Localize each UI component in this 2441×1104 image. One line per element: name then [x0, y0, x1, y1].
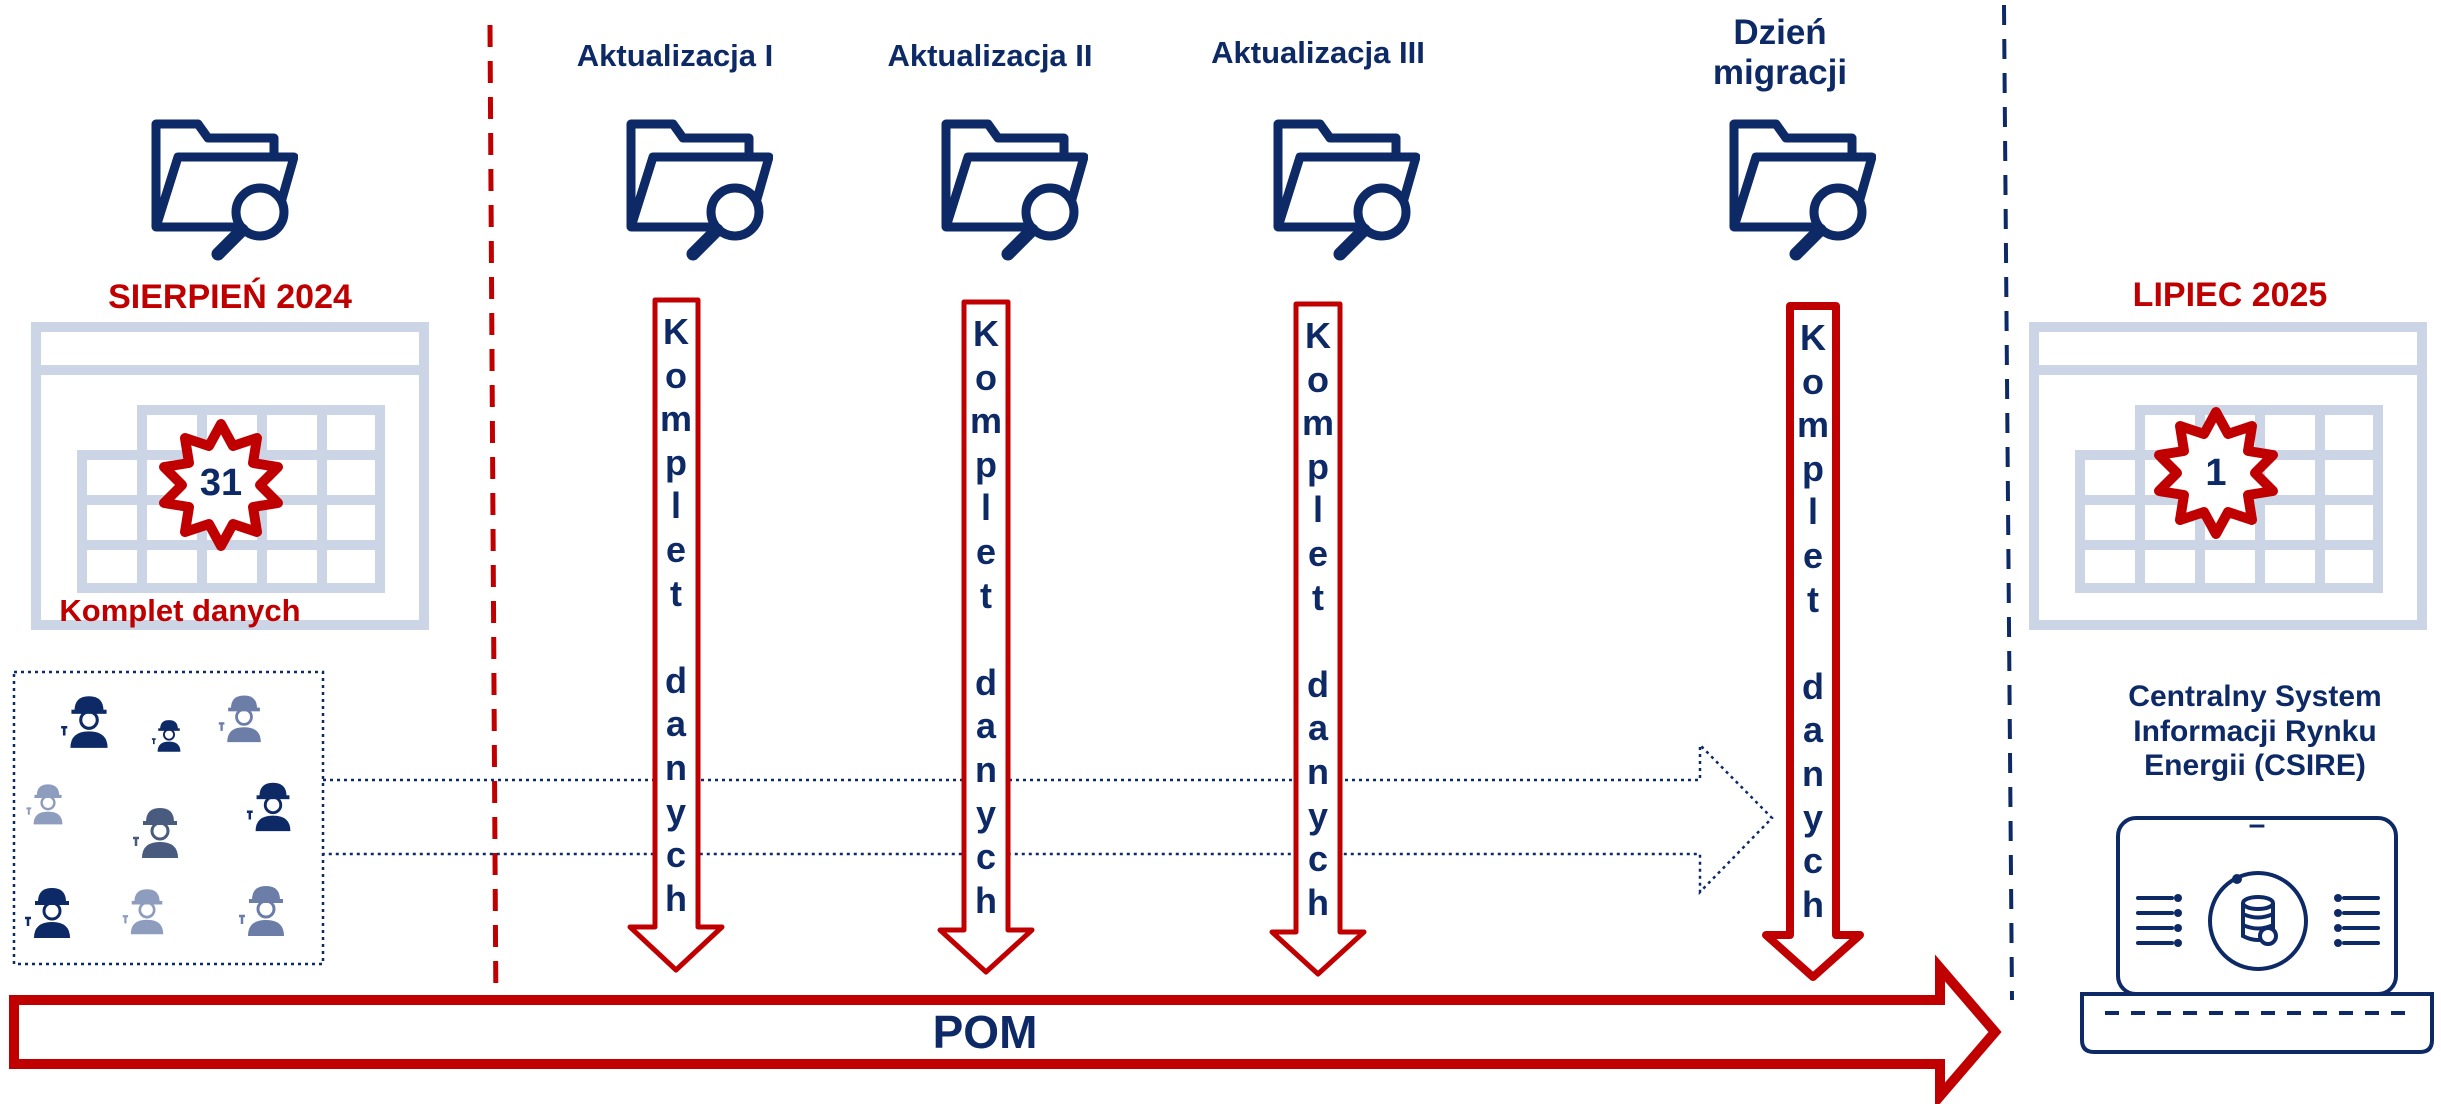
update-arrow-1 [627, 297, 725, 973]
calendar-icon-end [2029, 322, 2427, 630]
update-arrow-4 [1762, 302, 1864, 981]
starburst-icon-start [159, 419, 283, 551]
folder-search-icon [156, 124, 294, 254]
folder-search-icon [946, 124, 1084, 254]
end-date-label: LIPIEC 2025 [2132, 276, 2328, 314]
update-arrow-text-4: K o m p l e t d a n y c h [1796, 317, 1829, 925]
end-separator-line [2002, 4, 2014, 1001]
update-arrow-3 [1269, 301, 1367, 977]
update-title-1: Aktualizacja I [576, 38, 774, 73]
calendar-icon-start [31, 322, 429, 630]
folder-search-icon [631, 124, 769, 254]
update-arrow-2 [937, 299, 1035, 975]
update-arrow-text-3: K o m p l e t d a n y c h [1301, 315, 1334, 923]
update-title-2: Aktualizacja II [887, 38, 1093, 73]
csire-system-label: Centralny System Informacji Rynku Energi… [2128, 680, 2382, 782]
start-day-number: 31 [199, 462, 243, 504]
laptop-database-icon [2080, 816, 2434, 1054]
end-day-number: 1 [2205, 452, 2227, 494]
start-note-label: Komplet danych [59, 593, 301, 628]
data-flow-arrow [323, 741, 1774, 896]
folder-search-icon [1734, 124, 1872, 254]
update-title-3: Aktualizacja III [1211, 35, 1425, 70]
migration-day-title: Dzień migracji [1712, 13, 1848, 93]
update-arrow-text-2: K o m p l e t d a n y c h [969, 313, 1002, 921]
pom-timeline-arrow [9, 954, 2002, 1104]
laptop-badge: – [2248, 808, 2266, 841]
pom-label: POM [932, 1006, 1038, 1058]
start-date-label: SIERPIEŃ 2024 [108, 278, 352, 316]
folder-search-icon [1278, 124, 1416, 254]
update-arrow-text-1: K o m p l e t d a n y c h [659, 311, 692, 919]
start-separator-line [487, 24, 499, 1021]
starburst-icon-end [2154, 407, 2278, 539]
